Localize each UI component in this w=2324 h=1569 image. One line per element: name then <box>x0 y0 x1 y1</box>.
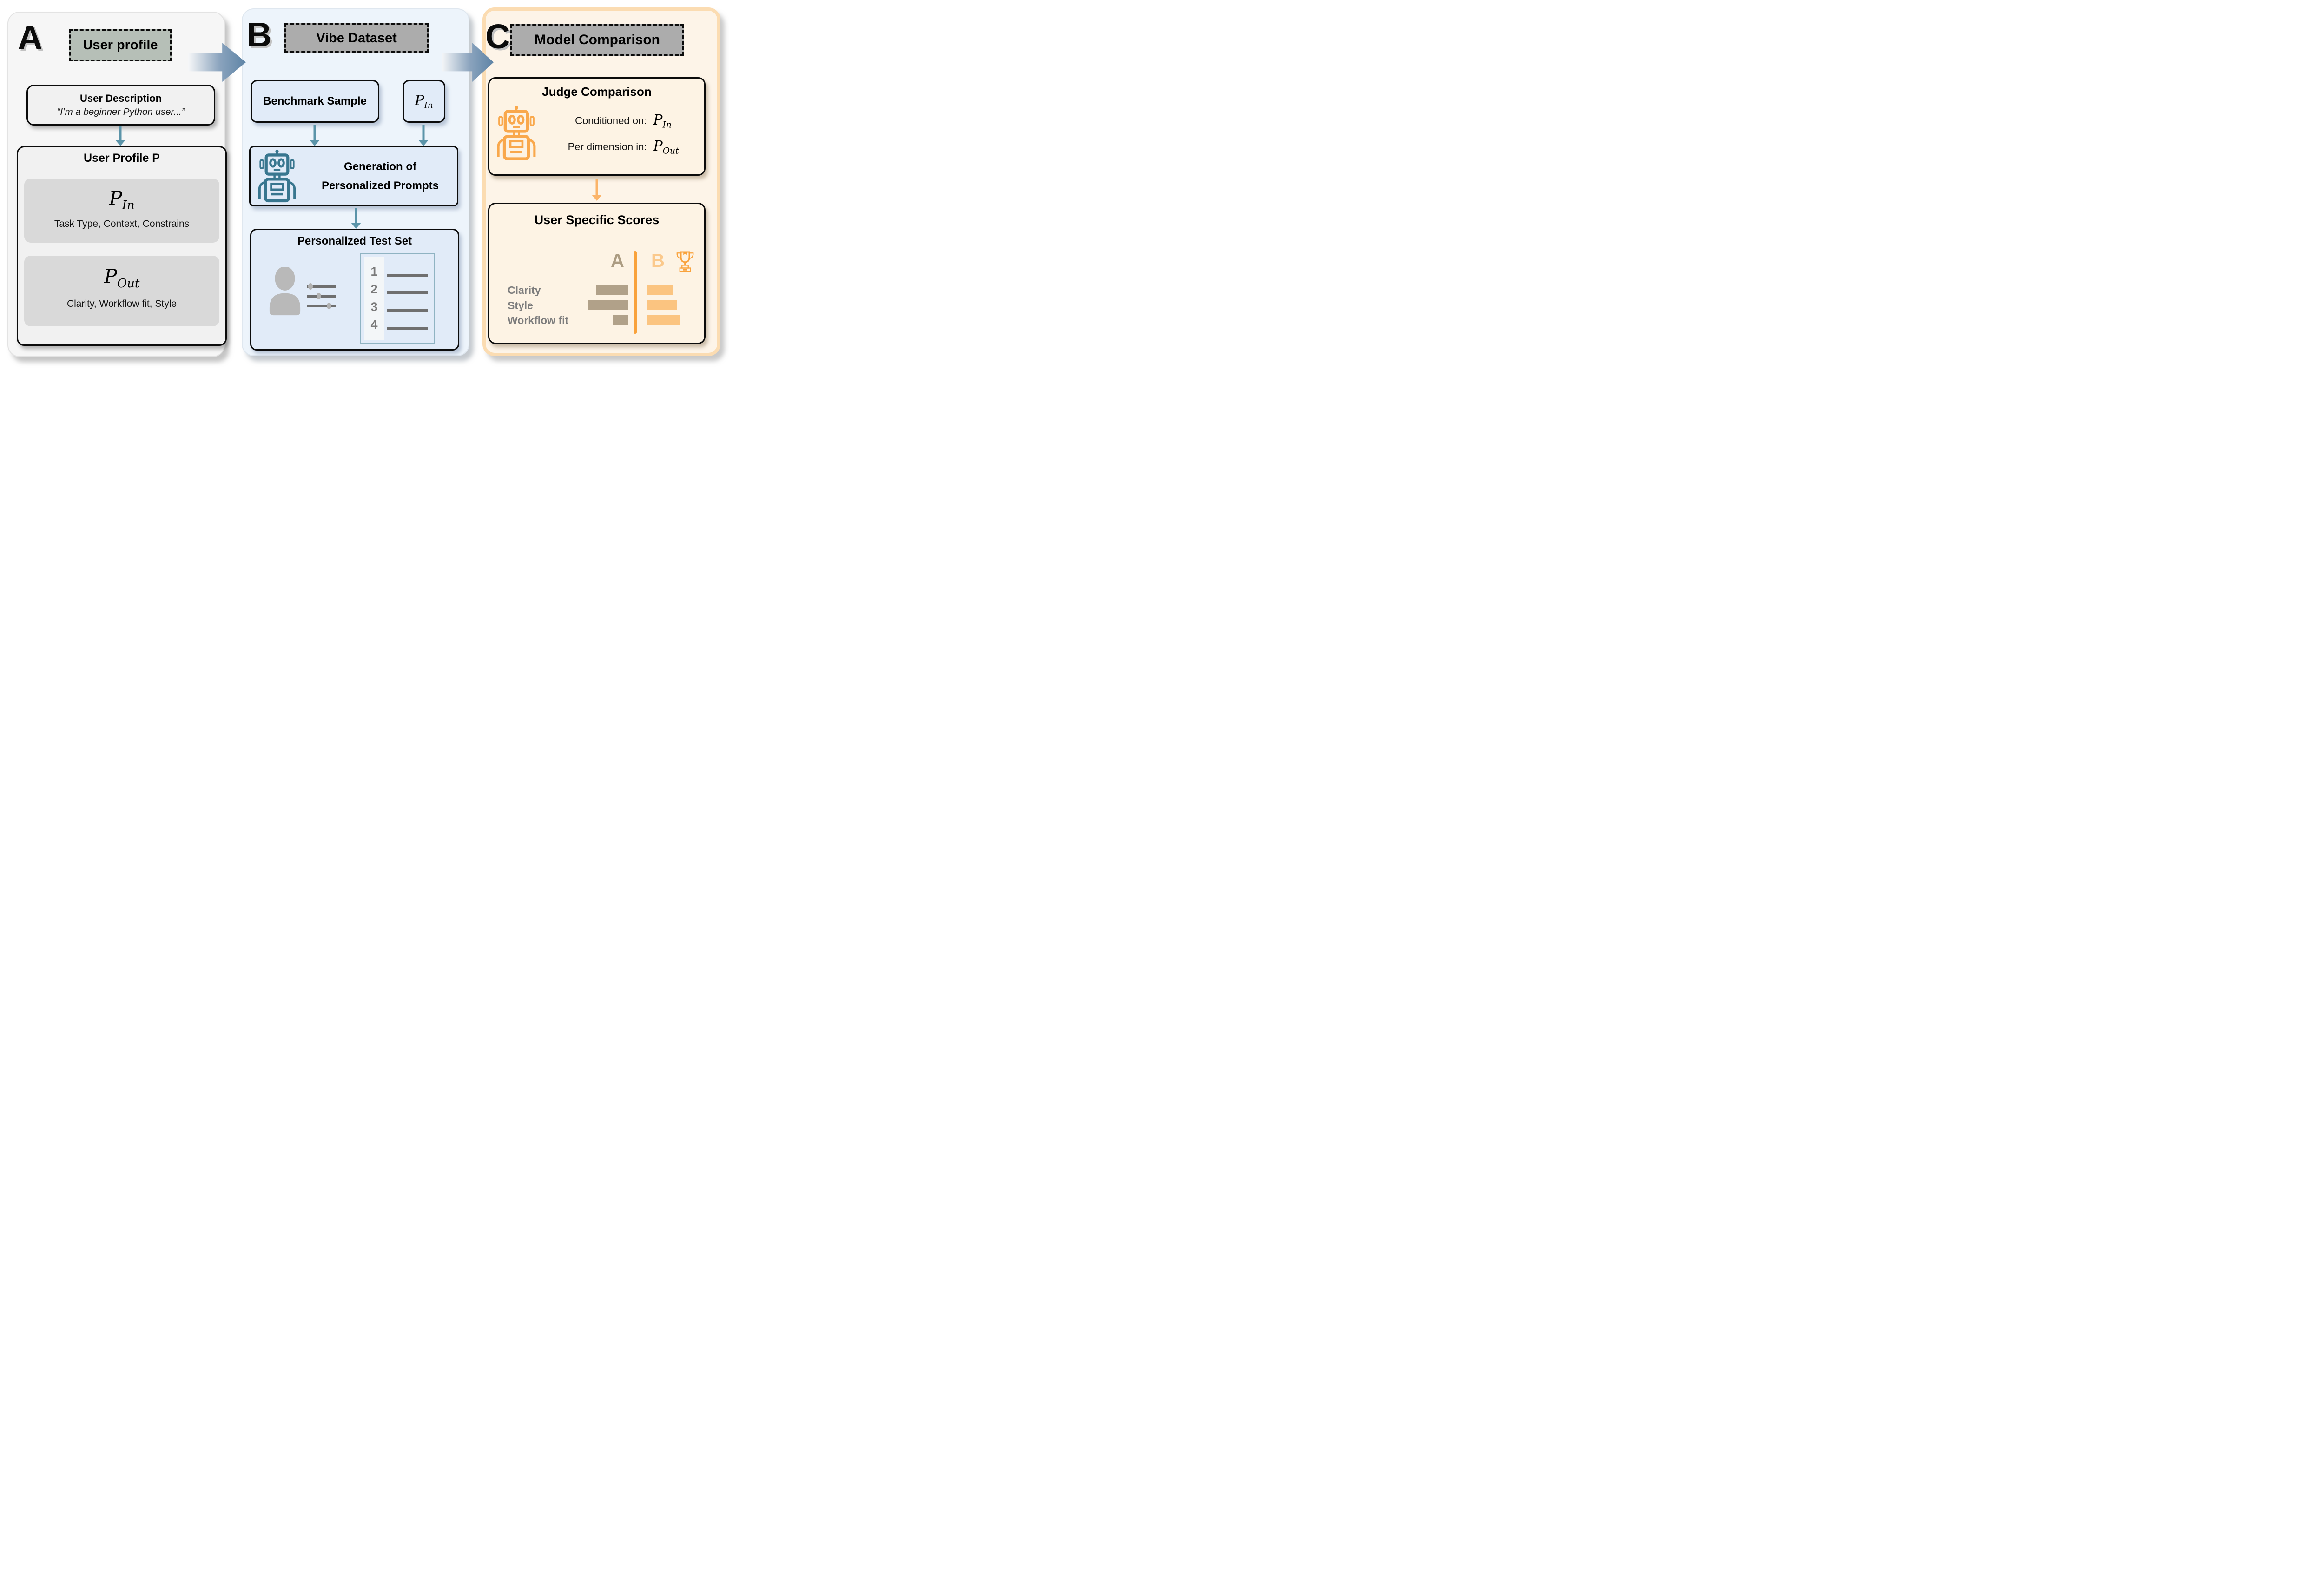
benchmark-sample-box: Benchmark Sample <box>251 80 379 123</box>
arrow-down-icon <box>115 126 125 146</box>
model-a-label: A <box>611 251 624 271</box>
user-description-quote: “I’m a beginner Python user...” <box>57 106 185 117</box>
user-specific-scores-title: User Specific Scores <box>534 213 660 227</box>
panel-c-letter: C <box>485 17 510 56</box>
arrow-down-icon <box>592 179 602 201</box>
panel-b-header-label: Vibe Dataset <box>316 30 397 46</box>
judge-comparison-box <box>488 77 706 176</box>
p-out-box: POut Clarity, Workflow fit, Style <box>24 256 219 326</box>
score-bar-a-clarity <box>596 285 628 295</box>
personalized-test-set-title: Personalized Test Set <box>297 235 412 247</box>
list-item-line <box>387 291 428 294</box>
list-item-number: 2 <box>370 282 378 296</box>
list-item-number: 1 <box>370 265 378 278</box>
judge-conditioned-line: Conditioned on: PIn <box>575 112 672 130</box>
p-out-symbol: POut <box>653 138 679 156</box>
figure-canvas: A User profile User Description “I’m a b… <box>0 0 729 410</box>
test-list-number-strip <box>364 257 384 340</box>
score-bar-b-workflow <box>647 315 680 325</box>
model-b-label: B <box>651 251 665 271</box>
user-description-title: User Description <box>79 93 162 104</box>
p-out-symbol: POut <box>104 265 140 291</box>
arrow-down-icon <box>351 208 361 229</box>
benchmark-sample-label: Benchmark Sample <box>263 95 367 107</box>
arrow-down-icon <box>310 125 320 146</box>
robot-icon <box>258 149 296 203</box>
score-bar-b-style <box>647 300 677 310</box>
list-item-line <box>387 274 428 277</box>
user-profile-p-title: User Profile P <box>84 152 160 165</box>
generation-label: Generation of Personalized Prompts <box>321 160 439 192</box>
list-item-number: 3 <box>370 300 378 314</box>
list-item-line <box>387 309 428 312</box>
p-out-items: Clarity, Workflow fit, Style <box>66 298 177 309</box>
p-in-small-symbol: PIn <box>415 92 433 111</box>
panel-c-header-label: Model Comparison <box>534 32 660 47</box>
arrow-down-icon <box>418 125 429 146</box>
trophy-icon <box>676 251 694 272</box>
person-icon <box>269 267 301 316</box>
score-bar-a-workflow <box>613 315 628 325</box>
p-in-box: PIn Task Type, Context, Constrains <box>24 179 219 243</box>
robot-icon <box>497 106 536 160</box>
score-bar-b-clarity <box>647 285 673 295</box>
dimension-label: Clarity <box>508 284 541 296</box>
score-divider <box>634 251 637 334</box>
list-item-line <box>387 327 428 330</box>
test-list-panel <box>360 253 435 344</box>
p-in-symbol: PIn <box>653 112 672 130</box>
judge-dimension-line: Per dimension in: POut <box>568 138 679 156</box>
score-bar-a-style <box>588 300 628 310</box>
user-description-box: User Description “I’m a beginner Python … <box>26 85 215 126</box>
panel-c-header: Model Comparison <box>510 24 684 56</box>
judge-comparison-title: Judge Comparison <box>542 85 652 99</box>
panel-a-header: User profile <box>69 29 172 61</box>
panel-a-header-label: User profile <box>83 37 158 53</box>
panel-a-letter: A <box>18 18 42 57</box>
panel-b-letter: B <box>247 15 271 54</box>
p-in-symbol: PIn <box>109 187 135 213</box>
dimension-label: Workflow fit <box>508 314 569 326</box>
list-item-number: 4 <box>370 318 378 331</box>
panel-b-header: Vibe Dataset <box>284 23 429 53</box>
dimension-label: Style <box>508 299 533 311</box>
p-in-small-box: PIn <box>403 80 445 123</box>
p-in-items: Task Type, Context, Constrains <box>54 218 190 229</box>
